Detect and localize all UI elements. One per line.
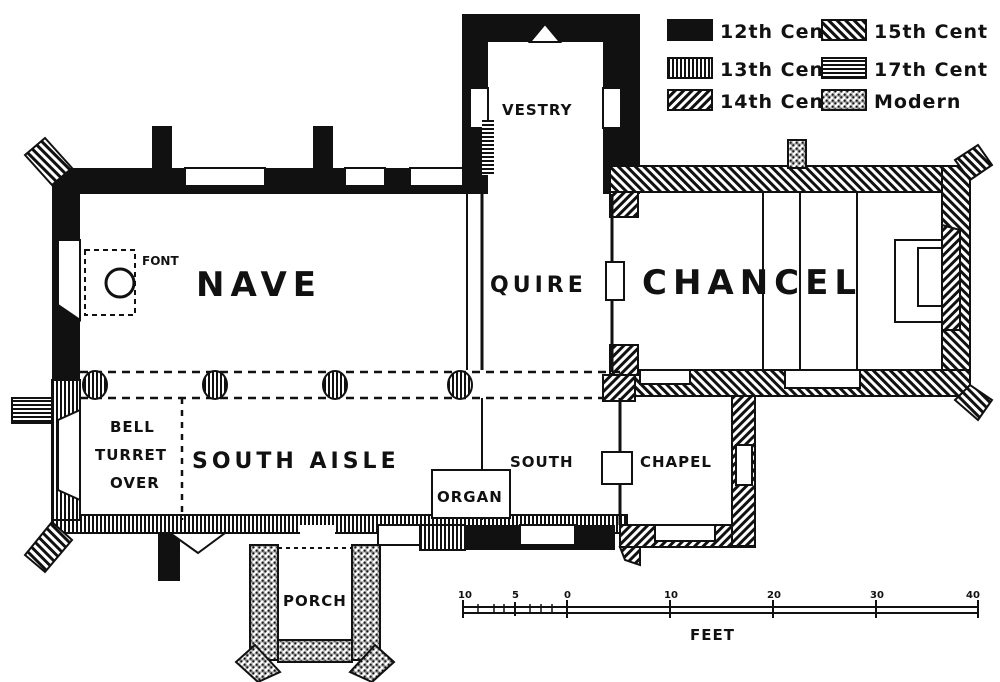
- scale-tick-10-left: 10: [458, 590, 472, 601]
- scale-tick-0: 0: [564, 590, 571, 601]
- scale-tick-10: 10: [664, 590, 678, 601]
- porch-label: PORCH: [283, 592, 347, 610]
- organ-label: ORGAN: [437, 488, 503, 506]
- south-chapel-walls: [618, 395, 756, 567]
- chancel-label: CHANCEL: [642, 263, 862, 303]
- legend-swatch-17th: [821, 57, 867, 79]
- legend-swatch-modern: [821, 89, 867, 111]
- legend-swatch-14th: [667, 89, 713, 111]
- scale-unit-label: FEET: [690, 626, 735, 644]
- scale-bar: 10 5 0 10 20 30 40 FEET: [458, 590, 980, 644]
- quire-label: QUIRE: [490, 273, 587, 298]
- legend-label-17th: 17th Cent: [874, 59, 988, 81]
- legend-label-15th: 15th Cent: [874, 21, 988, 43]
- scale-tick-40: 40: [966, 590, 980, 601]
- font-label: FONT: [142, 254, 179, 268]
- legend-swatch-12th: [667, 19, 713, 41]
- bell-turret-label-1: BELL: [110, 418, 155, 436]
- south-chapel-label-1: SOUTH: [510, 453, 574, 471]
- legend-swatch-13th: [667, 57, 713, 79]
- south-aisle-label: SOUTH AISLE: [192, 449, 400, 474]
- nave-label: NAVE: [196, 265, 322, 305]
- vestry-walls: [462, 14, 640, 194]
- arcade: [80, 194, 636, 525]
- vestry-label: VESTRY: [502, 101, 573, 119]
- scale-tick-5: 5: [512, 590, 519, 601]
- nave-walls: [11, 126, 628, 581]
- bell-turret-label-2: TURRET: [95, 446, 167, 464]
- legend-label-13th: 13th Cent: [720, 59, 834, 81]
- chancel-walls: [609, 139, 994, 422]
- font: FONT: [84, 249, 179, 316]
- porch-walls: [234, 525, 396, 682]
- legend-swatch-15th: [821, 19, 867, 41]
- scale-tick-30: 30: [870, 590, 884, 601]
- scale-tick-20: 20: [767, 590, 781, 601]
- south-chapel-label-2: CHAPEL: [640, 453, 712, 471]
- legend-label-14th: 14th Cent: [720, 91, 834, 113]
- legend-label-modern: Modern: [874, 91, 961, 113]
- bell-turret-label-3: OVER: [110, 474, 160, 492]
- legend: 12th Cent 13th Cent 14th Cent 15th Cent …: [667, 19, 988, 113]
- legend-label-12th: 12th Cent: [720, 21, 834, 43]
